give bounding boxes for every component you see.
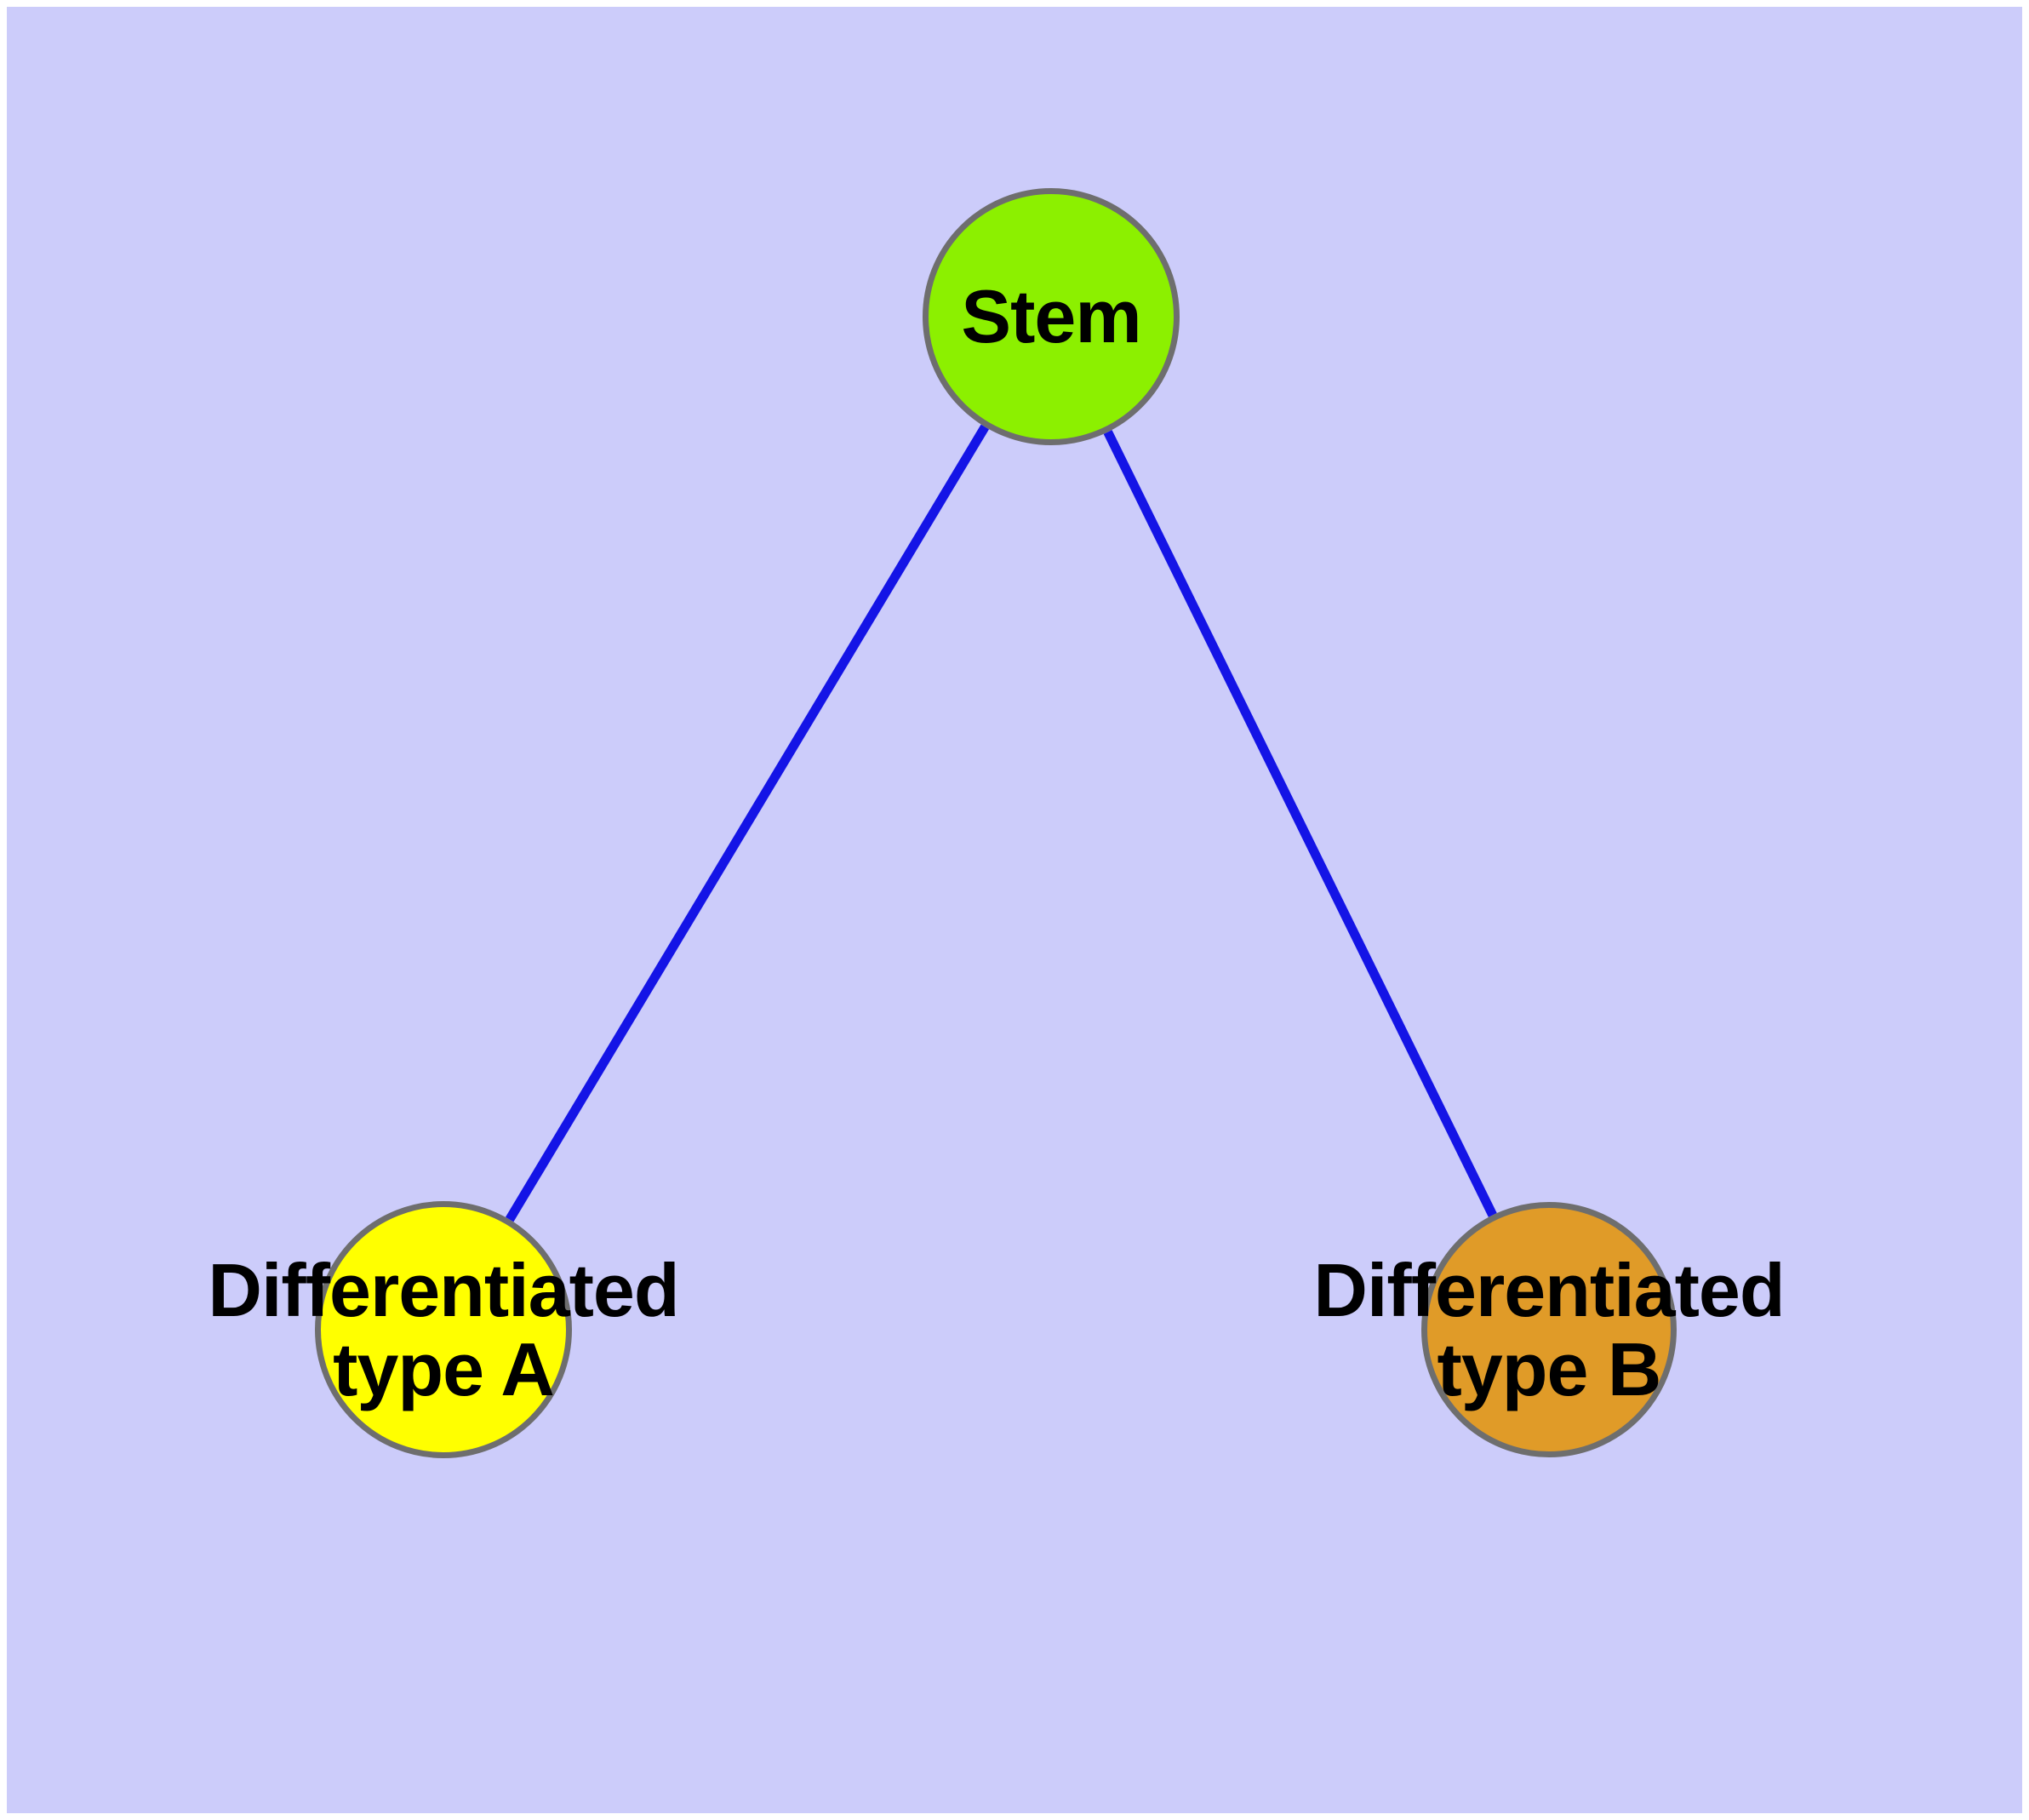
edge-stem-to-differentiated-type-b [1103, 430, 1497, 1217]
node-differentiated-type-a[interactable] [315, 1201, 572, 1458]
edge-stem-to-differentiated-type-a [505, 424, 990, 1222]
node-stem[interactable] [923, 188, 1180, 445]
node-differentiated-type-b[interactable] [1421, 1202, 1677, 1457]
